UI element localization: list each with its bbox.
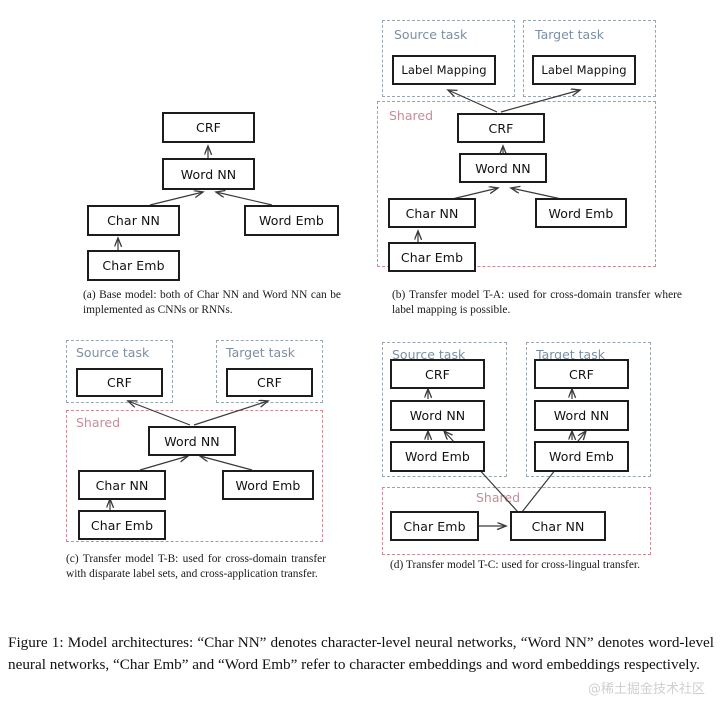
- node-label: CRF: [196, 120, 221, 135]
- node-label: Char Emb: [403, 518, 466, 534]
- region-source-task-label: Source task: [392, 27, 470, 42]
- node-word-emb-target[interactable]: Word Emb: [534, 441, 629, 472]
- node-label: Char Emb: [102, 258, 165, 273]
- node-char-emb[interactable]: Char Emb: [390, 511, 479, 541]
- panel-d: Source task Target task Shared: [370, 330, 720, 620]
- node-label: Word NN: [475, 160, 531, 176]
- node-char-emb[interactable]: Char Emb: [87, 250, 180, 281]
- node-word-nn-target[interactable]: Word NN: [534, 400, 629, 431]
- node-char-nn[interactable]: Char NN: [87, 205, 180, 236]
- region-shared-label: Shared: [387, 108, 436, 123]
- node-label: CRF: [107, 375, 132, 390]
- node-char-emb[interactable]: Char Emb: [388, 242, 476, 272]
- panel-a-caption: (a) Base model: both of Char NN and Word…: [83, 289, 341, 317]
- node-label: CRF: [569, 366, 594, 382]
- panel-b: Source task Target task Shared Label Map…: [370, 0, 720, 320]
- panel-d-caption: (d) Transfer model T-C: used for cross-l…: [390, 559, 640, 571]
- node-label: Word NN: [180, 166, 237, 182]
- node-crf[interactable]: CRF: [457, 113, 545, 143]
- node-char-nn[interactable]: Char NN: [78, 470, 166, 500]
- node-label: Word NN: [553, 408, 610, 423]
- node-label: Label Mapping: [541, 63, 627, 77]
- node-label: Word NN: [164, 433, 220, 449]
- node-label-mapping-target[interactable]: Label Mapping: [532, 55, 636, 85]
- node-label: Word Emb: [259, 213, 324, 228]
- region-source-task-label: Source task: [390, 347, 468, 362]
- node-label: Char NN: [95, 477, 149, 493]
- region-target-task-label: Target task: [224, 345, 297, 360]
- figure-caption: Figure 1: Model architectures: “Char NN”…: [8, 634, 714, 673]
- panel-b-caption: (b) Transfer model T-A: used for cross-d…: [392, 289, 682, 317]
- node-char-emb[interactable]: Char Emb: [78, 510, 166, 540]
- node-label: Word Emb: [235, 477, 301, 493]
- region-target-task-label: Target task: [533, 27, 606, 42]
- node-crf-source[interactable]: CRF: [76, 368, 163, 397]
- node-word-nn[interactable]: Word NN: [162, 158, 255, 190]
- node-label: CRF: [425, 366, 450, 382]
- watermark: @稀土掘金技术社区: [588, 682, 706, 697]
- panel-c-caption: (c) Transfer model T-B: used for cross-d…: [66, 553, 326, 581]
- panel-a: CRF Word NN Char NN Word Emb Char Emb (a…: [0, 0, 360, 320]
- node-label: CRF: [257, 375, 282, 390]
- node-word-nn-source[interactable]: Word NN: [390, 400, 485, 431]
- node-label: Word Emb: [405, 449, 470, 464]
- node-crf-target[interactable]: CRF: [226, 368, 313, 397]
- node-label-mapping-source[interactable]: Label Mapping: [392, 55, 496, 85]
- node-label: Char NN: [531, 518, 585, 534]
- region-target-task: [526, 342, 651, 477]
- region-target-task: [523, 20, 656, 97]
- node-word-emb[interactable]: Word Emb: [535, 198, 627, 228]
- node-crf-source[interactable]: CRF: [390, 359, 485, 389]
- node-word-nn[interactable]: Word NN: [148, 426, 236, 456]
- region-target-task-label: Target task: [534, 347, 607, 362]
- node-word-emb[interactable]: Word Emb: [222, 470, 314, 500]
- region-source-task-label: Source task: [74, 345, 152, 360]
- region-source-task: [66, 340, 173, 403]
- node-word-emb-source[interactable]: Word Emb: [390, 441, 485, 472]
- node-word-emb[interactable]: Word Emb: [244, 205, 339, 236]
- node-crf-target[interactable]: CRF: [534, 359, 629, 389]
- region-shared-label: Shared: [474, 490, 523, 505]
- node-label: Label Mapping: [401, 63, 487, 77]
- node-char-nn[interactable]: Char NN: [388, 198, 476, 228]
- node-label: Char Emb: [400, 249, 464, 265]
- node-label: Char NN: [405, 205, 459, 221]
- node-label: Char NN: [107, 213, 160, 228]
- region-shared-label: Shared: [74, 415, 123, 430]
- node-label: CRF: [488, 120, 514, 136]
- node-crf[interactable]: CRF: [162, 112, 255, 143]
- node-label: Word Emb: [548, 205, 614, 221]
- node-char-nn[interactable]: Char NN: [510, 511, 606, 541]
- node-label: Word NN: [409, 408, 466, 423]
- node-label: Char Emb: [90, 517, 154, 533]
- node-word-nn[interactable]: Word NN: [459, 153, 547, 183]
- node-label: Word Emb: [549, 449, 614, 464]
- panel-c: Source task Target task Shared CRF CRF W…: [0, 330, 360, 620]
